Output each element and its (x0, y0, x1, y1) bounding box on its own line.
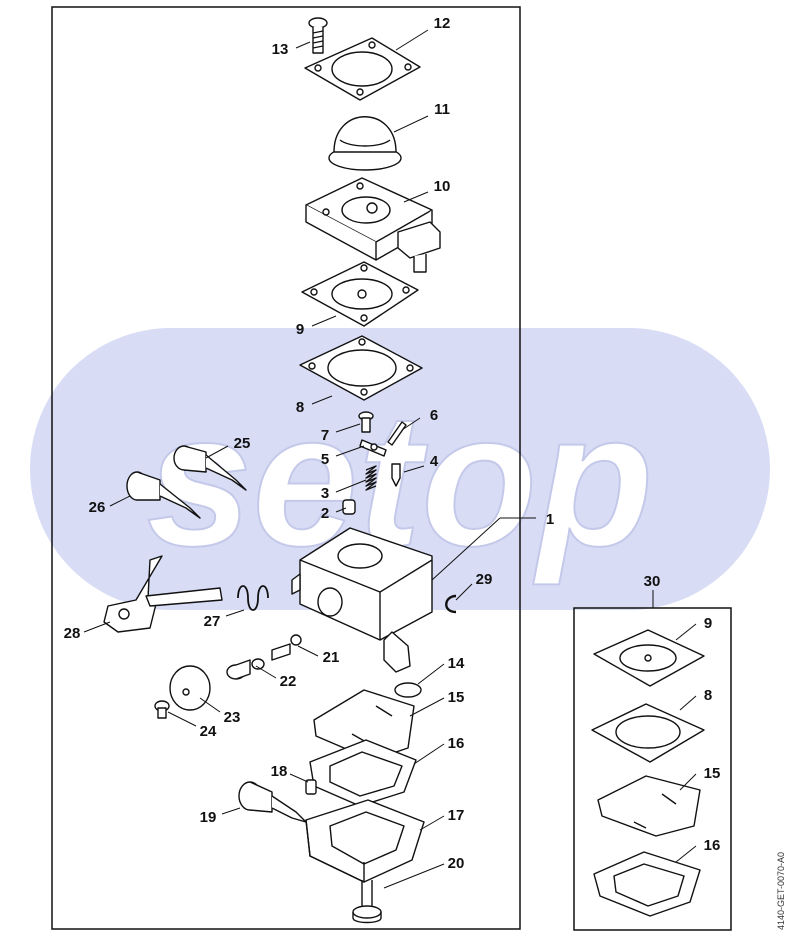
part-13-screw (308, 17, 328, 54)
leader-lines (83, 29, 697, 889)
label-24: 24 (200, 723, 217, 740)
label-5: 5 (321, 451, 329, 468)
part-24-screw (154, 700, 170, 719)
part-2-ring (342, 499, 356, 515)
part-4-needle (391, 463, 401, 487)
part-27-spring (237, 585, 269, 611)
label-15: 15 (448, 689, 465, 706)
kit-part-9-diaphragm (593, 629, 705, 687)
part-1-carburetor-body (291, 527, 433, 673)
label-8: 8 (296, 399, 304, 416)
label-3: 3 (321, 485, 329, 502)
part-19-screw (238, 781, 307, 823)
part-25-adjusting-screw (173, 445, 247, 491)
part-15-diaphragm (313, 689, 415, 761)
label-11: 11 (434, 101, 450, 118)
document-code: 4140-GET-0070-A0 (776, 851, 786, 930)
part-6-pin (387, 421, 407, 446)
part-21-oring (290, 634, 302, 646)
kit-label-15: 15 (704, 765, 721, 782)
label-25: 25 (234, 435, 251, 452)
part-18-pin (305, 779, 317, 795)
label-7: 7 (321, 427, 329, 444)
part-23-disc (169, 665, 211, 711)
kit-part-15-diaphragm (597, 775, 701, 837)
part-9-diaphragm (301, 261, 419, 327)
label-27: 27 (204, 613, 221, 630)
part-3-spring (365, 465, 377, 491)
kit-label-9: 9 (704, 615, 712, 632)
label-13: 13 (272, 41, 289, 58)
part-17-end-cover (305, 799, 425, 883)
kit-label-8: 8 (704, 687, 712, 704)
part-7-screw (358, 411, 374, 433)
label-21: 21 (323, 649, 340, 666)
label-6: 6 (430, 407, 438, 424)
kit-label-16: 16 (704, 837, 721, 854)
part-28-throttle-lever (103, 555, 223, 633)
label-4: 4 (430, 453, 439, 470)
label-26: 26 (89, 499, 106, 516)
label-29: 29 (476, 571, 493, 588)
label-30: 30 (644, 573, 661, 590)
part-5-lever (359, 439, 387, 457)
part-12-gasket (304, 37, 421, 101)
label-23: 23 (224, 709, 241, 726)
label-20: 20 (448, 855, 465, 872)
label-18: 18 (271, 763, 288, 780)
part-26-adjusting-screw (126, 471, 201, 519)
part-20-screw (352, 880, 382, 924)
label-28: 28 (64, 625, 81, 642)
part-10-pump-cover (305, 177, 441, 273)
label-9: 9 (296, 321, 304, 338)
part-22-plug (226, 643, 291, 680)
kit-part-16-gasket (593, 851, 701, 917)
label-2: 2 (321, 505, 329, 522)
label-1: 1 (546, 511, 554, 528)
label-19: 19 (200, 809, 217, 826)
kit-part-8-gasket (591, 703, 705, 763)
part-8-gasket (299, 335, 423, 401)
label-16: 16 (448, 735, 465, 752)
part-14-strainer (394, 682, 422, 698)
label-17: 17 (448, 807, 465, 824)
label-14: 14 (448, 655, 465, 672)
main-frame (51, 6, 521, 930)
part-29-clip (445, 594, 457, 614)
part-labels: 13 12 11 10 9 8 7 6 5 4 3 2 25 26 1 29 3… (64, 15, 721, 872)
label-12: 12 (434, 15, 451, 32)
label-22: 22 (280, 673, 297, 690)
part-11-primer-bulb (328, 116, 402, 171)
label-10: 10 (434, 178, 451, 195)
